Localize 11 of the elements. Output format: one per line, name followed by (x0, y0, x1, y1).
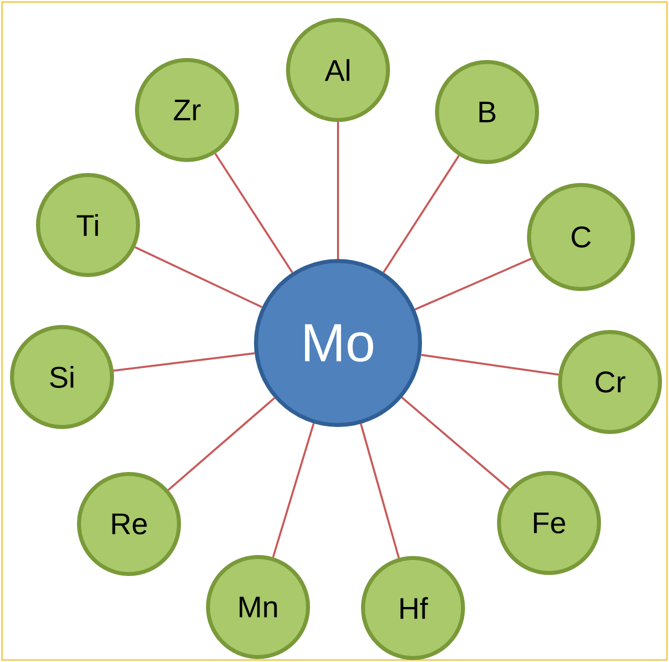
connector-line (168, 397, 276, 491)
connector-line (414, 258, 532, 310)
connector-line (214, 153, 294, 274)
connector-line (401, 396, 510, 490)
connector-line (114, 352, 255, 372)
connector-line (421, 354, 559, 376)
connector-line (134, 246, 262, 308)
connector-line (272, 423, 315, 558)
connector-line (382, 155, 460, 273)
connector-line (360, 424, 400, 558)
connector-line (337, 122, 339, 259)
